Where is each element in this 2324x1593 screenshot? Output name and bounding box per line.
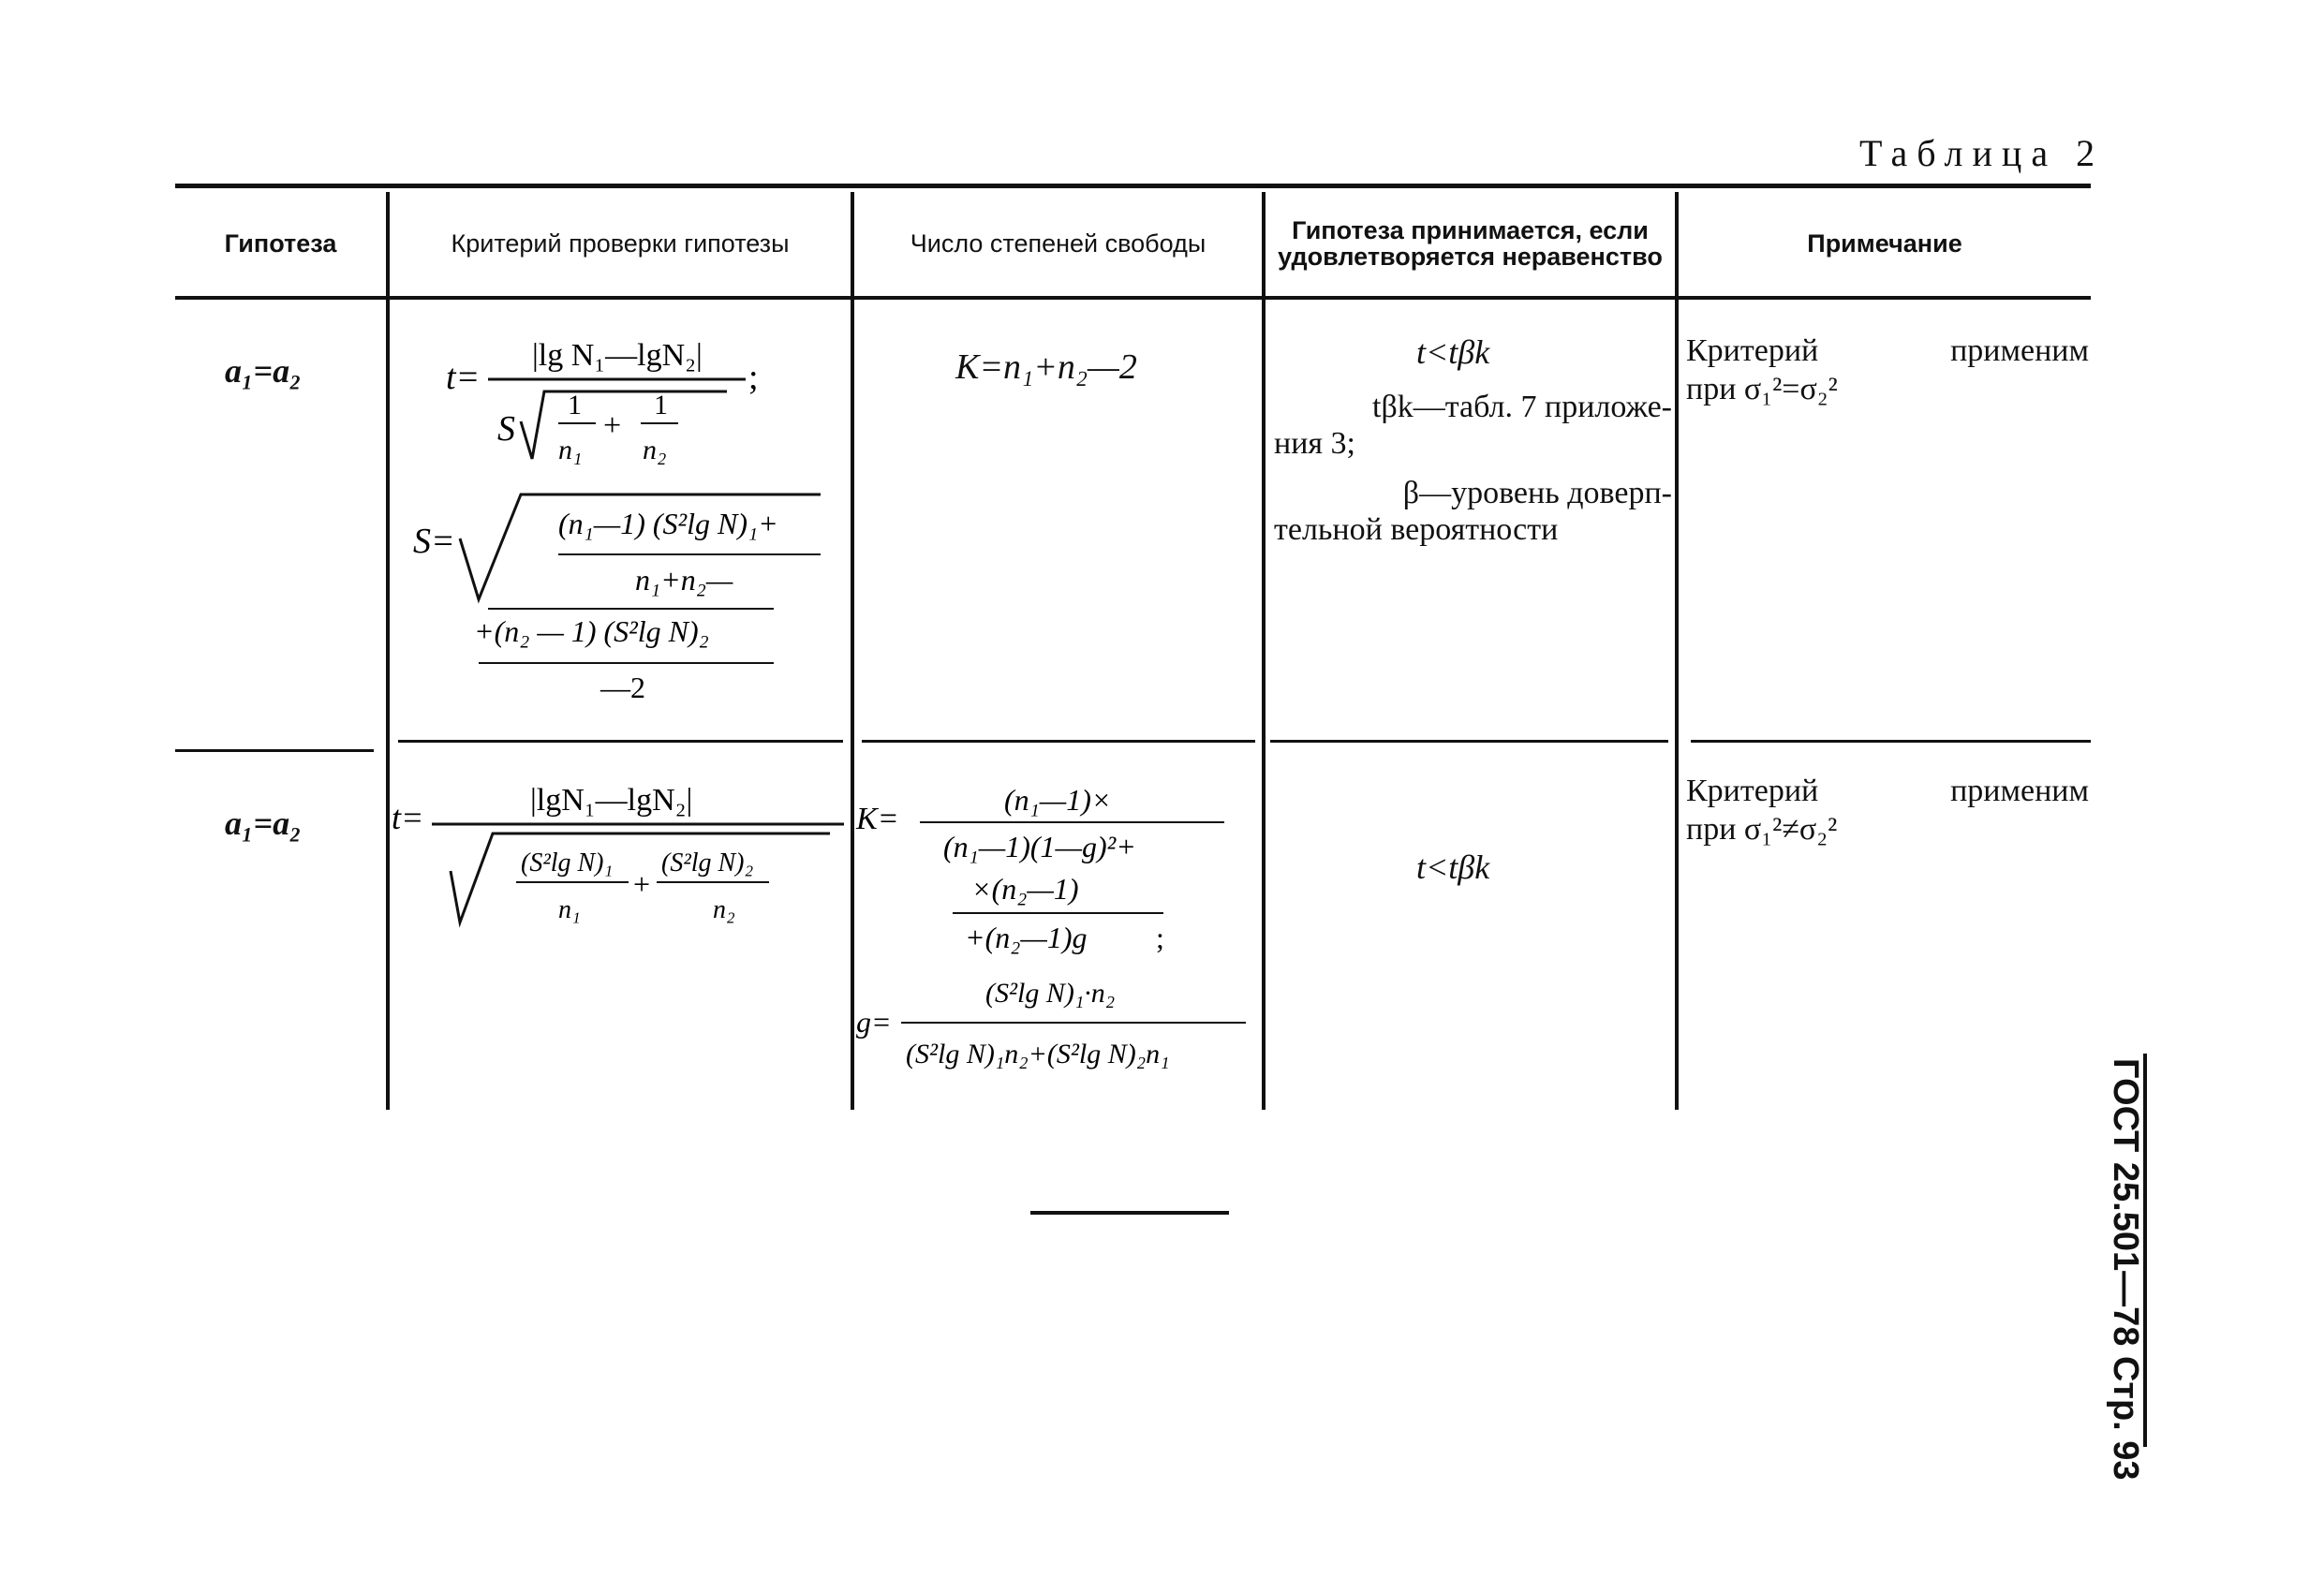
row2-k-num: (n₁—1)× (1004, 783, 1111, 817)
row2-s2: (S²lg N)₂ (661, 848, 753, 878)
row1-accept-line1a: tβk—табл. 7 приложе- (1372, 390, 1672, 424)
row1-inequality: t<tβk (1416, 333, 1490, 371)
row1-s-num1: (n₁—1) (S²lg N)₁+ (558, 507, 778, 540)
row2-note-criterion: Критерий (1686, 774, 1819, 808)
row-separator (175, 749, 374, 752)
row1-s-symbol: S (497, 409, 515, 449)
table-caption: Таблица 2 (1859, 132, 2105, 174)
row1-dof: K=n₁+n₂—2 (955, 347, 1137, 387)
side-label: ГОСТ 25.501—78 Стр. 93 (2106, 1058, 2145, 1481)
row1-note-applicable: применим (1950, 333, 2089, 368)
row1-accept-line1b: ния 3; (1274, 426, 1355, 462)
row2-k-den: (n₁—1)(1—g)²+ (943, 830, 1136, 863)
row1-acceptance-note: tβk—табл. 7 приложе- ния 3; β—уровень до… (1274, 389, 1672, 548)
header-degrees-of-freedom: Число степеней свободы (910, 229, 1206, 258)
row2-sqrt-sign (449, 832, 830, 928)
row2-t-lhs: t= (392, 799, 423, 836)
column-separator (386, 192, 390, 1110)
row-separator (398, 740, 843, 743)
row1-t-lhs: t= (446, 358, 480, 397)
header-acceptance-condition: Гипотеза принимается, если удовлетворяет… (1266, 192, 1675, 295)
closing-rule (1030, 1211, 1229, 1215)
table-top-rule (175, 184, 2091, 188)
row1-note-condition: при σ₁²=σ₂² (1686, 371, 1838, 406)
row1-note-criterion: Критерий (1686, 333, 1819, 368)
header-note: Примечание (1807, 229, 1962, 258)
column-separator (1262, 192, 1266, 1110)
row2-note-condition: при σ₁²≠σ₂² (1686, 811, 1838, 847)
row2-g-den: (S²lg N)₁n₂+(S²lg N)₂n₁ (906, 1039, 1170, 1069)
row2-g-lhs: g= (856, 1005, 892, 1039)
row1-n1: n₁ (558, 435, 582, 465)
row1-sqrt-sign (519, 390, 727, 460)
row1-n2: n₂ (643, 435, 666, 465)
row2-n2: n₂ (713, 895, 735, 924)
row1-accept-line2b: тельной вероятности (1274, 512, 1559, 548)
row1-s-sqrt-sign (458, 493, 821, 604)
row1-accept-line2a: β—уровень доверп- (1402, 476, 1672, 511)
column-separator (851, 192, 854, 1110)
row1-s-den1: n₁+n₂— (635, 563, 733, 597)
row1-plus: + (603, 408, 621, 443)
header-acceptance-line2: удовлетворяется неравенство (1278, 243, 1663, 271)
row1-hypothesis: a₁=a₂ (225, 352, 302, 390)
header-hypothesis: Гипотеза (224, 229, 337, 258)
row2-plus: + (633, 867, 650, 901)
row-separator (862, 740, 1255, 743)
header-acceptance-line1: Гипотеза принимается, если (1292, 215, 1649, 244)
column-separator (1675, 192, 1679, 1110)
row2-k-num2: ×(n₂—1) (971, 872, 1078, 906)
row2-n1: n₁ (558, 895, 581, 924)
row1-s-num2: +(n₂ — 1) (S²lg N)₂ (474, 614, 709, 648)
row2-note: Критерий применим при σ₁²≠σ₂² (1686, 773, 2089, 849)
row1-s-den2: —2 (600, 671, 645, 704)
row1-t-semicolon: ; (748, 358, 759, 397)
row1-t-numerator: |lg N₁—lgN₂| (532, 338, 703, 373)
header-criterion: Критерий проверки гипотезы (451, 229, 790, 258)
row1-criterion-formula: t= |lg N₁—lgN₂| ; S 1 n₁ + 1 n₂ S= (n₁—1… (413, 338, 821, 704)
row1-note: Критерий применим при σ₁²=σ₂² (1686, 332, 2089, 409)
row2-inequality: t<tβk (1416, 848, 1490, 886)
row2-g-num: (S²lg N)₁·n₂ (985, 978, 1115, 1009)
header-bottom-rule (175, 296, 2091, 300)
row2-note-applicable: применим (1950, 774, 2089, 808)
row2-hypothesis: a₁=a₂ (225, 804, 302, 842)
row2-k-lhs: K= (855, 802, 899, 836)
row-separator (1270, 740, 1668, 743)
side-label-rule (2143, 1054, 2147, 1447)
row2-k-den2-semicolon: ; (1156, 921, 1164, 954)
row2-k-den2: +(n₂—1)g (965, 921, 1087, 954)
row1-one-n1: 1 (568, 390, 582, 420)
row2-t-numerator: |lgN₁—lgN₂| (530, 783, 692, 818)
row2-criterion-formula: t= |lgN₁—lgN₂| (S²lg N)₁ n₁ + (S²lg N)₂ … (392, 783, 844, 928)
row1-s-lhs: S= (413, 522, 455, 561)
row1-one-n2: 1 (654, 390, 668, 420)
row-separator (1691, 740, 2091, 743)
row2-s1: (S²lg N)₁ (521, 848, 613, 878)
row2-dof-formula: K= (n₁—1)× (n₁—1)(1—g)²+ ×(n₂—1) +(n₂—1)… (855, 783, 1246, 1069)
